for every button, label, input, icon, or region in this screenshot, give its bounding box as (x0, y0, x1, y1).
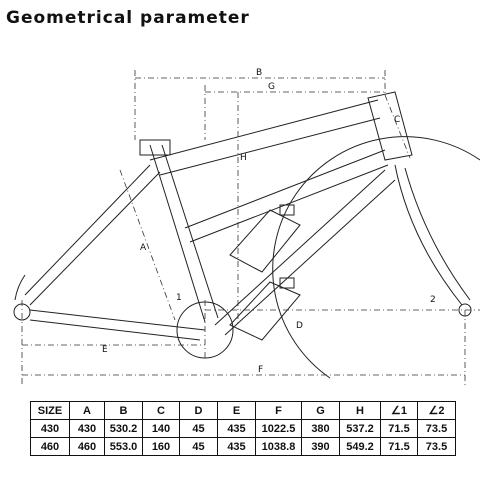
dim-line-A (119, 169, 176, 321)
header-cell: ∠1 (380, 401, 418, 420)
table-cell: 435 (217, 437, 256, 456)
label-H: H (240, 153, 247, 163)
table-row: 430 430 530.2 140 45 435 1022.5 380 537.… (30, 419, 456, 438)
rear-wheel-outline (14, 274, 26, 301)
table-cell: 1038.8 (255, 437, 302, 456)
table-cell: 73.5 (417, 437, 456, 456)
header-cell: F (255, 401, 302, 420)
label-angle2: 2 (430, 295, 436, 305)
table-cell: 460 (69, 437, 105, 456)
bike-frame-geometry-diagram: B G H C A D E F 1 2 (13, 68, 480, 385)
label-C: C (394, 115, 400, 125)
mid-tube (184, 149, 389, 243)
header-cell: E (217, 401, 256, 420)
bottle-cage-upper (229, 209, 301, 273)
label-F: F (258, 365, 263, 375)
table-header-row: SIZE A B C D E F G H ∠1 ∠2 (30, 401, 456, 420)
header-cell: A (69, 401, 105, 420)
table-cell: 435 (217, 419, 256, 438)
label-B: B (256, 68, 262, 78)
table-cell: 537.2 (339, 419, 381, 438)
header-cell: SIZE (30, 401, 70, 420)
header-cell: C (142, 401, 180, 420)
table-cell: 553.0 (104, 437, 143, 456)
table-cell: 380 (301, 419, 340, 438)
head-tube (367, 91, 413, 161)
table-cell: 549.2 (339, 437, 381, 456)
table-cell: 390 (301, 437, 340, 456)
header-cell: G (301, 401, 340, 420)
bottle-cap-upper (279, 204, 295, 216)
header-cell: D (179, 401, 218, 420)
bottle-cage-lower (229, 281, 301, 341)
table-cell: 71.5 (380, 419, 418, 438)
table-cell: 71.5 (380, 437, 418, 456)
fork (394, 164, 471, 306)
bottle-cap-lower (279, 277, 295, 289)
top-tube (149, 99, 381, 176)
label-E: E (102, 345, 108, 355)
table-cell: 460 (30, 437, 70, 456)
label-A: A (140, 243, 147, 253)
table-cell: 160 (142, 437, 180, 456)
front-wheel-outline (272, 136, 480, 379)
dim-line-C (384, 94, 411, 159)
table-cell: 45 (179, 437, 218, 456)
seat-collar (139, 139, 171, 156)
seat-tube (149, 144, 219, 323)
seat-stay (24, 164, 161, 306)
header-cell: H (339, 401, 381, 420)
table-cell: 45 (179, 419, 218, 438)
label-G: G (268, 82, 275, 92)
table-cell: 530.2 (104, 419, 143, 438)
header-cell: B (104, 401, 143, 420)
label-D: D (296, 321, 303, 331)
table-cell: 430 (69, 419, 105, 438)
table-row: 460 460 553.0 160 45 435 1038.8 390 549.… (30, 437, 456, 456)
page-title: Geometrical parameter (6, 8, 250, 28)
down-tube (214, 169, 396, 336)
table-cell: 73.5 (417, 419, 456, 438)
chain-stay (29, 309, 206, 341)
table-cell: 140 (142, 419, 180, 438)
geometry-table: SIZE A B C D E F G H ∠1 ∠2 430 430 530.2… (30, 401, 456, 456)
table-cell: 1022.5 (255, 419, 302, 438)
table-cell: 430 (30, 419, 70, 438)
label-angle1: 1 (176, 293, 182, 303)
header-cell: ∠2 (417, 401, 456, 420)
